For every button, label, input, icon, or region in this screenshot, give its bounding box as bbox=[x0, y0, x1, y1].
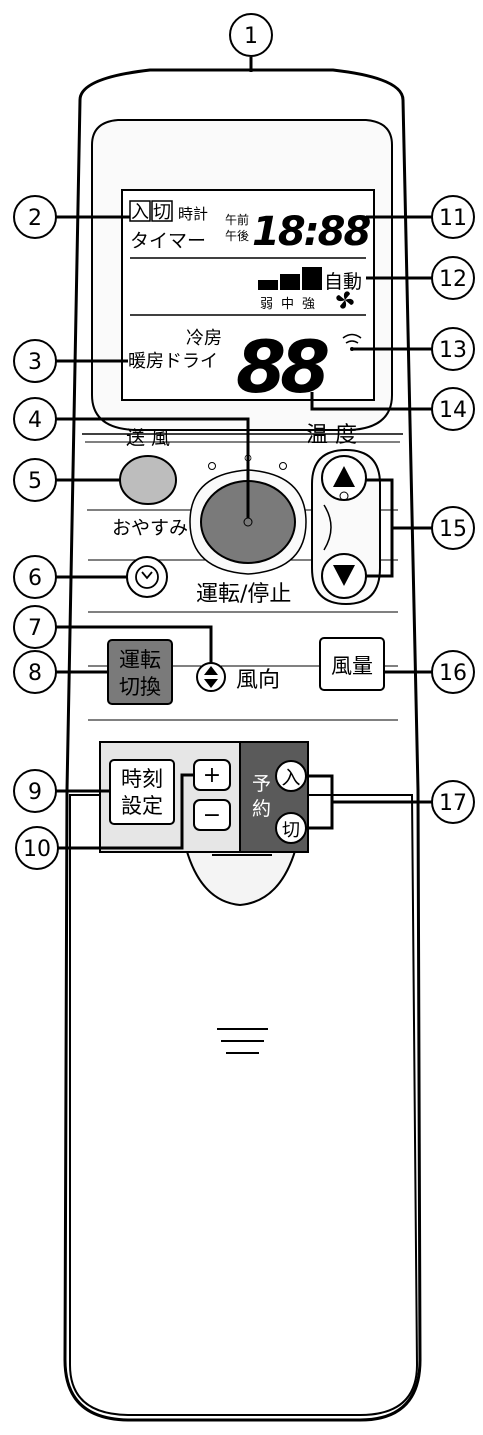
reserve-label-1: 予 bbox=[252, 773, 271, 795]
callout-leaders bbox=[56, 57, 432, 850]
clock-set-label-1: 時刻 bbox=[121, 767, 163, 791]
lcd-timer-on: 入 bbox=[131, 202, 149, 223]
lcd-mode-cool: 冷房 bbox=[186, 328, 222, 349]
lcd-display bbox=[121, 189, 375, 401]
lcd-temp-digits: 88 bbox=[236, 325, 328, 409]
sleep-label: おやすみ bbox=[112, 517, 188, 539]
fan-bar-high bbox=[302, 267, 322, 290]
callout-3: 3 bbox=[28, 350, 42, 375]
fan-icon bbox=[336, 291, 354, 309]
lcd-am-label: 午前 bbox=[225, 212, 249, 227]
callout-11: 11 bbox=[439, 206, 467, 231]
triangle-down-icon bbox=[333, 565, 355, 586]
lcd-fan-low: 弱 bbox=[260, 297, 273, 312]
callout-6: 6 bbox=[28, 566, 42, 591]
lcd-fan-high: 強 bbox=[302, 297, 315, 312]
callout-17: 17 bbox=[439, 791, 467, 816]
lcd-time-digits: 18:88 bbox=[252, 209, 370, 255]
callout-10: 10 bbox=[23, 837, 51, 862]
minus-button[interactable] bbox=[193, 799, 231, 831]
callout-12: 12 bbox=[439, 267, 467, 292]
callout-4: 4 bbox=[28, 408, 42, 433]
callouts: 1 2 3 4 5 6 7 8 9 10 11 12 13 14 15 16 1 bbox=[13, 13, 475, 870]
reserve-off-label: 切 bbox=[282, 820, 300, 841]
callout-8: 8 bbox=[28, 661, 42, 686]
triangle-up-icon bbox=[333, 466, 355, 487]
callout-1: 1 bbox=[244, 24, 258, 49]
fan-only-button[interactable] bbox=[119, 455, 177, 505]
fan-volume-button[interactable] bbox=[319, 637, 385, 691]
lcd-fan-mid: 中 bbox=[281, 297, 294, 312]
mode-switch-label-2: 切換 bbox=[119, 675, 161, 699]
callout-7: 7 bbox=[28, 616, 42, 641]
run-stop-label: 運転/停止 bbox=[196, 582, 291, 607]
direction-arrows-icon bbox=[204, 666, 218, 688]
lcd-clock-label: 時計 bbox=[178, 205, 208, 223]
callout-14: 14 bbox=[439, 398, 467, 423]
mode-switch-label-1: 運転 bbox=[119, 648, 161, 672]
reserve-on-label: 入 bbox=[281, 767, 300, 789]
callout-16: 16 bbox=[439, 661, 467, 686]
callout-5: 5 bbox=[28, 469, 42, 494]
fan-bar-mid bbox=[280, 274, 300, 290]
clock-set-label-2: 設定 bbox=[121, 794, 163, 818]
callout-9: 9 bbox=[28, 780, 42, 805]
temperature-label: 温 度 bbox=[306, 423, 357, 448]
fan-only-label: 送 風 bbox=[126, 427, 170, 449]
lcd-mode-heat-dry: 暖房ドライ bbox=[128, 351, 218, 372]
callout-2: 2 bbox=[28, 206, 42, 231]
plus-label: + bbox=[203, 763, 221, 788]
air-direction-label: 風向 bbox=[236, 668, 280, 693]
minus-label: − bbox=[203, 803, 221, 828]
lcd-pm-label: 午後 bbox=[225, 229, 249, 243]
reserve-label-2: 約 bbox=[252, 798, 271, 820]
fan-bar-low bbox=[258, 280, 278, 290]
callout-13: 13 bbox=[439, 338, 467, 363]
lcd-timer-label: タイマー bbox=[130, 230, 206, 252]
fan-volume-label: 風量 bbox=[331, 654, 373, 678]
callout-15: 15 bbox=[439, 517, 467, 542]
lcd-fan-auto: 自動 bbox=[324, 271, 362, 293]
lcd-timer-off: 切 bbox=[153, 202, 171, 223]
battery-lid bbox=[69, 794, 419, 1416]
